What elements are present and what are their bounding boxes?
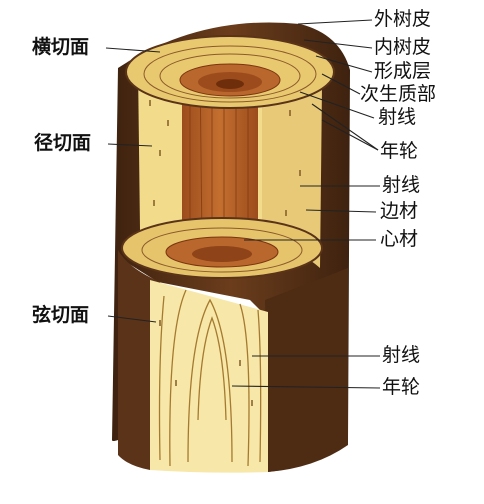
label-annual-ring-bottom: 年轮 <box>382 376 421 398</box>
leader-lines <box>105 19 381 389</box>
label-ray-mid: 射线 <box>382 174 421 196</box>
bark-lower-left <box>118 250 160 470</box>
label-outer-bark: 外树皮 <box>374 8 432 30</box>
label-radial-section: 径切面 <box>34 132 92 154</box>
ray-marks <box>149 100 301 406</box>
label-ray-top: 射线 <box>378 106 417 128</box>
tangential-grain <box>158 289 262 467</box>
label-secondary-phloem: 次生质部 <box>360 83 437 105</box>
bark-lower-right <box>265 268 348 472</box>
label-cambium: 形成层 <box>374 60 432 82</box>
label-sapwood: 边材 <box>380 200 419 222</box>
label-annual-ring-top: 年轮 <box>380 140 419 162</box>
label-inner-bark: 内树皮 <box>374 36 432 58</box>
tangential-face <box>150 280 268 473</box>
label-ray-bottom: 射线 <box>382 344 421 366</box>
label-heartwood: 心材 <box>380 228 419 250</box>
label-tangential-section: 弦切面 <box>32 304 90 326</box>
label-cross-section: 横切面 <box>32 36 90 58</box>
